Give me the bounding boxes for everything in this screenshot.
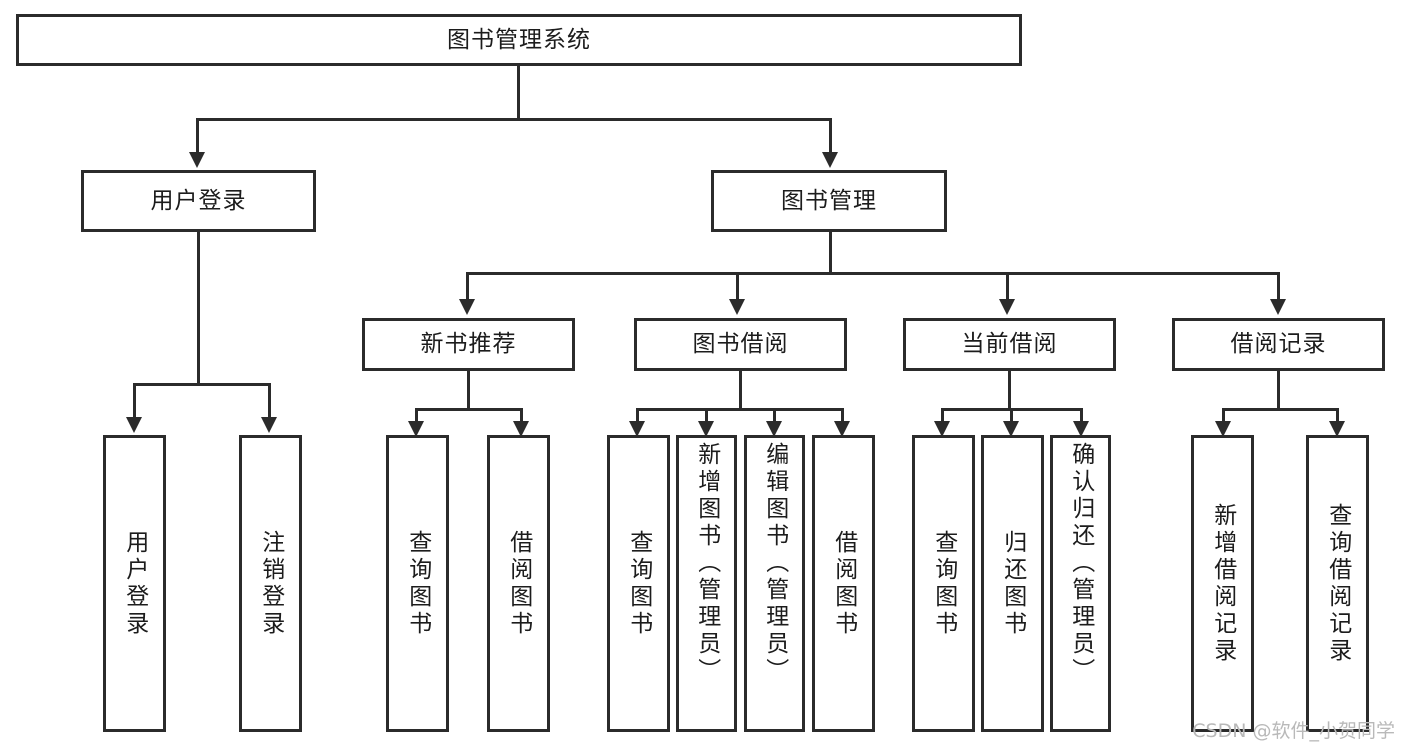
connector-new-book-rec-bus	[415, 408, 520, 411]
connector-user-login-bus	[133, 383, 268, 386]
connector-borrow-record-stem	[1277, 371, 1280, 408]
leaf-add-borrow-record[interactable]: 新增借阅记录	[1191, 435, 1254, 732]
leaf-borrow-book-borrow[interactable]: 借阅图书	[812, 435, 875, 732]
connector-book-manage-drop-1	[466, 272, 469, 301]
connector-user-login-stem	[197, 232, 200, 383]
arrowhead-borrow-record	[1270, 299, 1286, 315]
arrowhead-leaf-borrow-book-1	[513, 421, 529, 437]
node-label: 用户登录	[150, 187, 247, 214]
node-label: 新增图书（管理员）	[693, 442, 720, 685]
connector-new-book-rec-drop-2	[520, 408, 523, 427]
connector-book-manage-drop-2	[736, 272, 739, 301]
connector-book-borrow-drop-4	[841, 408, 844, 427]
arrowhead-leaf-query-book-3	[934, 421, 950, 437]
node-label: 图书管理	[781, 187, 877, 214]
node-label: 新增借阅记录	[1209, 502, 1236, 665]
leaf-borrow-book-new-rec[interactable]: 借阅图书	[487, 435, 550, 732]
connector-book-borrow-stem	[739, 371, 742, 408]
arrowhead-leaf-add-book	[698, 421, 714, 437]
connector-current-borrow-drop-2	[1010, 408, 1013, 427]
connector-current-borrow-drop-3	[1080, 408, 1083, 427]
connector-user-login-drop-1	[133, 383, 136, 419]
arrowhead-leaf-edit-book	[766, 421, 782, 437]
connector-user-login-drop-2	[268, 383, 271, 419]
connector-new-book-rec-stem	[467, 371, 470, 408]
connector-book-manage-drop-3	[1006, 272, 1009, 301]
arrowhead-user-login	[189, 152, 205, 168]
connector-borrow-record-bus	[1222, 408, 1336, 411]
node-label: 新书推荐	[420, 331, 517, 358]
node-label: 查询图书	[930, 529, 957, 638]
connector-book-borrow-drop-1	[636, 408, 639, 427]
node-label: 查询图书	[625, 529, 652, 638]
arrowhead-leaf-add-record	[1215, 421, 1231, 437]
leaf-query-borrow-record[interactable]: 查询借阅记录	[1306, 435, 1369, 732]
connector-borrow-record-drop-1	[1222, 408, 1225, 427]
connector-book-borrow-drop-2	[705, 408, 708, 427]
leaf-return-book[interactable]: 归还图书	[981, 435, 1044, 732]
node-label: 图书管理系统	[447, 26, 591, 53]
connector-current-borrow-drop-1	[941, 408, 944, 427]
leaf-query-book-current[interactable]: 查询图书	[912, 435, 975, 732]
node-borrow-record[interactable]: 借阅记录	[1172, 318, 1385, 371]
arrowhead-leaf-query-record	[1329, 421, 1345, 437]
connector-book-borrow-bus	[636, 408, 844, 411]
arrowhead-leaf-logout-login	[261, 417, 277, 433]
node-label: 用户登录	[121, 529, 148, 638]
connector-root-bus	[196, 118, 832, 121]
leaf-add-book-admin[interactable]: 新增图书（管理员）	[676, 435, 737, 732]
connector-book-borrow-drop-3	[773, 408, 776, 427]
node-label: 归还图书	[999, 529, 1026, 638]
leaf-user-login[interactable]: 用户登录	[103, 435, 166, 732]
leaf-confirm-return-admin[interactable]: 确认归还（管理员）	[1050, 435, 1111, 732]
arrowhead-book-borrow	[729, 299, 745, 315]
node-root-book-management-system[interactable]: 图书管理系统	[16, 14, 1022, 66]
node-label: 查询借阅记录	[1324, 502, 1351, 665]
leaf-query-book-borrow[interactable]: 查询图书	[607, 435, 670, 732]
connector-book-manage-bus	[466, 272, 1277, 275]
connector-book-manage-drop-4	[1277, 272, 1280, 301]
node-label: 查询图书	[404, 529, 431, 638]
connector-borrow-record-drop-2	[1336, 408, 1339, 427]
node-label: 确认归还（管理员）	[1067, 442, 1094, 685]
arrowhead-current-borrow	[999, 299, 1015, 315]
connector-root-to-user-login	[196, 118, 199, 154]
node-label: 图书借阅	[692, 331, 789, 358]
node-book-management[interactable]: 图书管理	[711, 170, 947, 232]
arrowhead-new-book-rec	[459, 299, 475, 315]
connector-root-to-book-manage	[829, 118, 832, 154]
node-label: 借阅图书	[830, 529, 857, 638]
node-new-book-recommend[interactable]: 新书推荐	[362, 318, 575, 371]
arrowhead-leaf-query-book-2	[629, 421, 645, 437]
arrowhead-leaf-confirm-return	[1073, 421, 1089, 437]
leaf-query-book-new-rec[interactable]: 查询图书	[386, 435, 449, 732]
connector-book-manage-stem	[829, 232, 832, 272]
node-user-login[interactable]: 用户登录	[81, 170, 316, 232]
node-label: 借阅图书	[505, 529, 532, 638]
arrowhead-leaf-query-book-1	[408, 421, 424, 437]
node-label: 当前借阅	[961, 331, 1058, 358]
leaf-logout-login[interactable]: 注销登录	[239, 435, 302, 732]
node-label: 注销登录	[257, 529, 284, 638]
node-label: 借阅记录	[1230, 331, 1327, 358]
node-book-borrow[interactable]: 图书借阅	[634, 318, 847, 371]
arrowhead-leaf-borrow-book-2	[834, 421, 850, 437]
leaf-edit-book-admin[interactable]: 编辑图书（管理员）	[744, 435, 805, 732]
node-current-borrow[interactable]: 当前借阅	[903, 318, 1116, 371]
arrowhead-leaf-return-book	[1003, 421, 1019, 437]
connector-root-stem	[517, 66, 520, 118]
arrowhead-book-manage	[822, 152, 838, 168]
arrowhead-leaf-user-login	[126, 417, 142, 433]
connector-current-borrow-stem	[1008, 371, 1011, 408]
connector-new-book-rec-drop-1	[415, 408, 418, 427]
node-label: 编辑图书（管理员）	[761, 442, 788, 685]
